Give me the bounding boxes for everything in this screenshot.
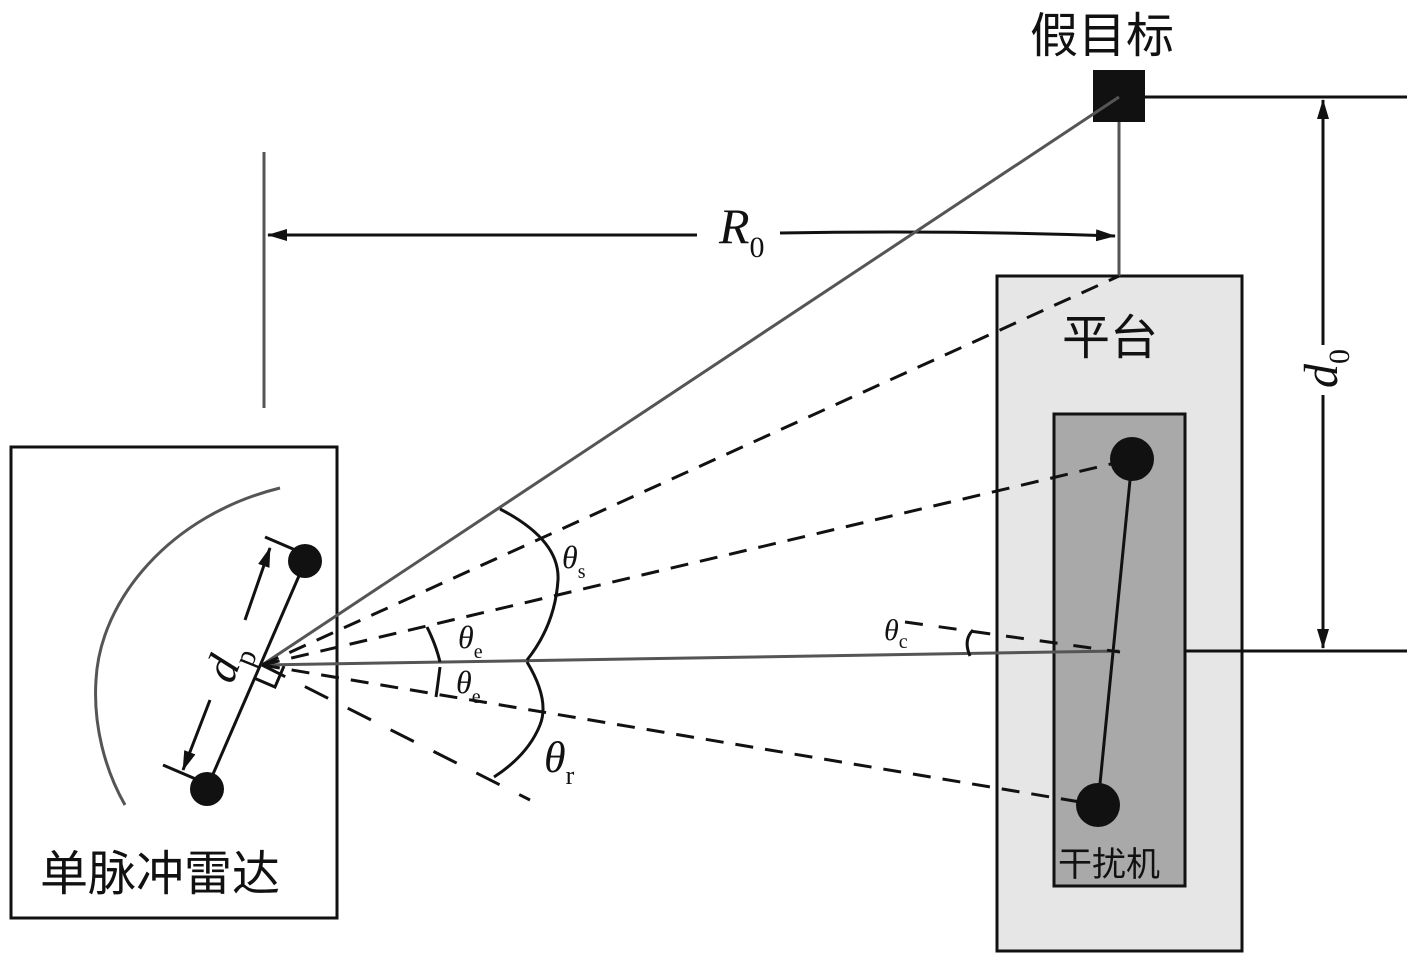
theta-e-upper-base: θ	[458, 619, 474, 655]
angle-arc-theta-c	[965, 628, 975, 657]
r0-base: R	[718, 198, 750, 254]
antenna-baseline	[205, 561, 307, 789]
dp-tick-top	[264, 535, 301, 554]
radar-label: 单脉冲雷达	[40, 846, 280, 902]
theta-e-lower-symbol: θe	[456, 664, 481, 708]
r0-sub: 0	[750, 231, 765, 264]
angle-arc-theta-r	[493, 661, 545, 779]
r0-symbol: R0	[718, 198, 765, 264]
dashed-ray-platform-top	[261, 274, 1120, 667]
radar-arc	[94, 486, 281, 806]
ray-to-center	[261, 649, 1120, 667]
decoy-label: 假目标	[1030, 8, 1174, 64]
dashed-jammer-axis	[904, 620, 1121, 654]
decoy-target-marker	[1093, 70, 1145, 122]
angle-arc-theta-e-upper	[425, 626, 442, 663]
antenna-element-bottom	[190, 772, 224, 806]
jammer-element-top	[1110, 437, 1154, 481]
theta-c-sub: c	[899, 631, 908, 653]
d0-symbol-group: d0	[1295, 349, 1356, 388]
theta-r-symbol: θr	[544, 733, 575, 790]
jammer-box	[1052, 412, 1187, 888]
theta-r-base: θ	[544, 733, 566, 782]
platform-label: 平台	[1062, 310, 1158, 366]
d0-sub: 0	[1323, 349, 1356, 364]
dp-tick-bottom	[162, 763, 199, 782]
theta-c-base: θ	[884, 614, 899, 647]
dp-arrow-down	[181, 699, 212, 771]
angle-arc-theta-s	[499, 507, 560, 661]
d0-base: d	[1295, 363, 1348, 388]
angle-arc-theta-e-lower	[434, 666, 442, 698]
theta-r-sub: r	[566, 761, 575, 790]
ray-to-decoy	[261, 95, 1120, 667]
jammer-label: 干扰机	[1058, 845, 1160, 885]
r0-arrow-right	[779, 229, 1116, 242]
theta-e-lower-base: θ	[456, 664, 472, 700]
theta-e-upper-sub: e	[474, 641, 483, 663]
theta-s-symbol: θs	[562, 539, 586, 583]
radar-box	[9, 445, 339, 920]
theta-e-upper-symbol: θe	[458, 619, 483, 663]
jammer-baseline	[1096, 459, 1134, 805]
dp-arrow-up	[243, 547, 272, 621]
theta-s-base: θ	[562, 539, 578, 575]
theta-c-symbol: θc	[884, 614, 908, 653]
dashed-ray-lower	[261, 663, 531, 802]
d0-symbol: d0	[1295, 349, 1356, 388]
dashed-ray-jammer-bottom	[261, 663, 1099, 807]
antenna-element-top	[288, 544, 322, 578]
theta-s-sub: s	[578, 561, 586, 583]
theta-e-lower-sub: e	[472, 686, 481, 708]
